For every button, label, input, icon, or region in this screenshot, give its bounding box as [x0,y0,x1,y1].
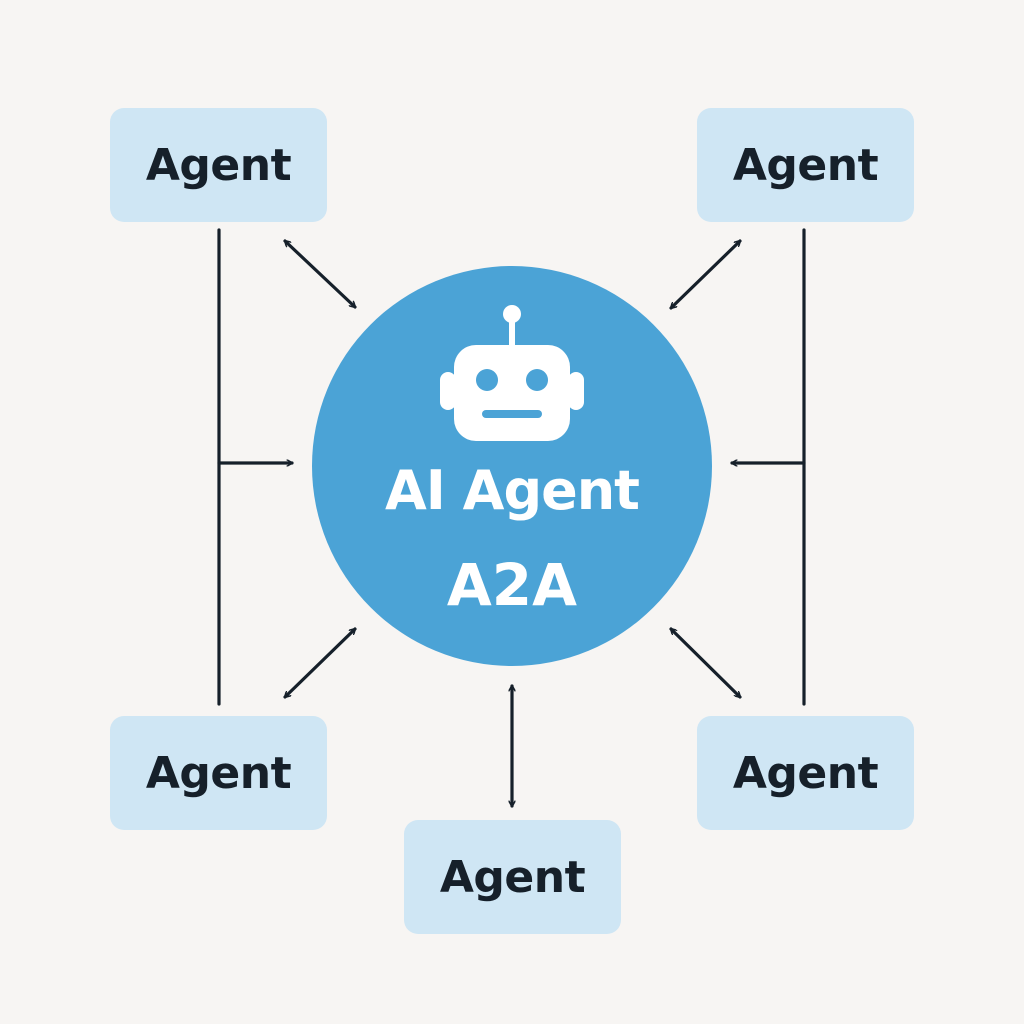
hub-subtitle: A2A [446,551,578,619]
agent-label: Agent [145,139,292,191]
agent-node-bottom-left: Agent [110,716,327,830]
agent-label: Agent [145,747,292,799]
arrow-top-right [669,239,742,310]
arrow-bottom-left [283,627,357,699]
hub-title: AI Agent [384,459,640,522]
agent-label: Agent [439,851,586,903]
agent-label: Agent [732,747,879,799]
agent-label: Agent [732,139,879,191]
hub-circle [312,266,712,666]
agent-node-bottom-center: Agent [404,820,621,934]
agent-node-top-right: Agent [697,108,914,222]
arrow-bottom-right [669,627,742,699]
robot-icon [440,305,584,441]
left-connector [217,228,294,706]
agent-node-bottom-right: Agent [697,716,914,830]
agent-node-top-left: Agent [110,108,327,222]
arrow-top-left [283,239,357,309]
right-connector [730,228,806,706]
